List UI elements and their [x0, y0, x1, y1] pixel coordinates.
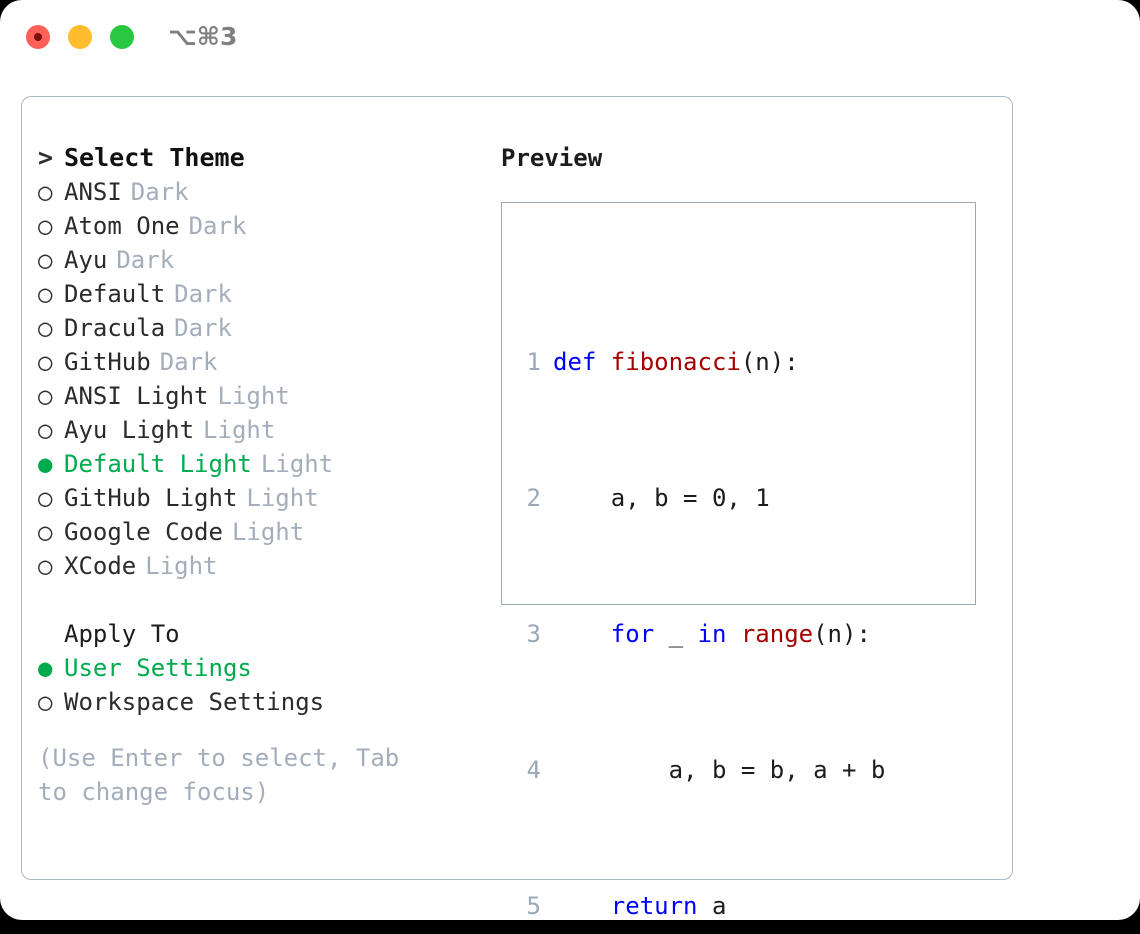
code-line: 1 def fibonacci(n): [515, 345, 911, 379]
theme-name: Default Light [64, 450, 252, 478]
radio-unselected-icon: ○ [38, 382, 53, 410]
theme-list-item-ayu-dark[interactable]: ○ Ayu Dark [38, 243, 478, 277]
theme-name: ANSI Light [64, 382, 209, 410]
theme-tag: Dark [116, 246, 175, 274]
theme-name: Dracula [64, 314, 166, 342]
theme-list-item-xcode[interactable]: ○ XCode Light [38, 549, 478, 583]
radio-unselected-icon: ○ [38, 484, 53, 512]
theme-picker-title-row: > Select Theme [38, 141, 478, 175]
code-line: 4 a, b = b, a + b [515, 753, 911, 787]
page-title: Select Theme [64, 143, 245, 172]
theme-name: Atom One [64, 212, 180, 240]
code-token: a, b = b, a + b [553, 756, 886, 784]
line-number: 2 [526, 484, 541, 512]
theme-tag: Light [145, 552, 218, 580]
line-number: 5 [526, 892, 541, 920]
prompt-marker-icon: > [38, 143, 54, 172]
theme-tag: Dark [174, 314, 232, 342]
code-token: def [553, 348, 611, 376]
theme-tag: Dark [130, 178, 189, 206]
line-number: 1 [526, 348, 541, 376]
line-number: 4 [526, 756, 541, 784]
traffic-lights [26, 25, 134, 49]
theme-list-item-ansi-dark[interactable]: ○ ANSI Dark [38, 175, 478, 209]
keyboard-hint-text: (Use Enter to select, Tab to change focu… [38, 744, 400, 806]
line-number: 3 [526, 620, 541, 648]
code-token [553, 620, 611, 648]
theme-tag: Dark [174, 280, 232, 308]
theme-list-item-ayu-light[interactable]: ○ Ayu Light Light [38, 413, 478, 447]
radio-unselected-icon: ○ [38, 518, 53, 546]
theme-name: XCode [64, 552, 137, 580]
apply-to-option-workspace-settings[interactable]: ○ Workspace Settings [38, 685, 478, 719]
theme-tag: Dark [159, 348, 218, 376]
title-bar: ⌥⌘3 [0, 0, 1140, 76]
radio-unselected-icon: ○ [38, 348, 53, 376]
code-token: fibonacci [610, 348, 741, 376]
radio-unselected-icon: ○ [38, 688, 53, 716]
theme-list-item-default-light[interactable]: ● Default Light Light [38, 447, 478, 481]
theme-list-item-ansi-light[interactable]: ○ ANSI Light Light [38, 379, 478, 413]
radio-selected-icon: ● [38, 450, 53, 478]
apply-to-label: Workspace Settings [64, 688, 325, 716]
code-token: (n): [813, 620, 871, 648]
theme-name: Ayu [64, 246, 108, 274]
theme-tag: Light [217, 382, 290, 410]
preview-heading: Preview [501, 144, 603, 172]
code-token: a [711, 892, 727, 920]
theme-list-item-github-light[interactable]: ○ GitHub Light Light [38, 481, 478, 515]
theme-name: Ayu Light [64, 416, 195, 444]
code-line: 3 for _ in range(n): [515, 617, 911, 651]
radio-unselected-icon: ○ [38, 246, 53, 274]
code-token: a, b = 0, 1 [553, 484, 770, 512]
theme-list-item-atom-one-dark[interactable]: ○ Atom One Dark [38, 209, 478, 243]
theme-list-item-dracula-dark[interactable]: ○ Dracula Dark [38, 311, 478, 345]
radio-unselected-icon: ○ [38, 552, 53, 580]
maximize-window-button[interactable] [110, 25, 134, 49]
code-token: return [610, 892, 712, 920]
theme-list-item-default-dark[interactable]: ○ Default Dark [38, 277, 478, 311]
list-spacer [38, 583, 478, 617]
code-token: range [740, 620, 814, 648]
radio-selected-icon: ● [38, 654, 53, 682]
code-line: 2 a, b = 0, 1 [515, 481, 911, 515]
radio-unselected-icon: ○ [38, 416, 53, 444]
theme-name: Default [64, 280, 166, 308]
apply-to-label: User Settings [64, 654, 252, 682]
theme-list-item-github-dark[interactable]: ○ GitHub Dark [38, 345, 478, 379]
theme-list-item-google-code[interactable]: ○ Google Code Light [38, 515, 478, 549]
theme-tag: Light [246, 484, 319, 512]
code-line: 5 return a [515, 889, 911, 920]
radio-unselected-icon: ○ [38, 212, 53, 240]
apply-to-heading: Apply To [64, 620, 180, 648]
theme-tag: Light [260, 450, 334, 478]
theme-name: Google Code [64, 518, 223, 546]
theme-tag: Light [231, 518, 305, 546]
code-token: (n): [740, 348, 799, 376]
apply-to-option-user-settings[interactable]: ● User Settings [38, 651, 478, 685]
theme-tag: Light [203, 416, 276, 444]
keyboard-shortcut-label: ⌥⌘3 [168, 22, 238, 51]
code-token: _ [668, 620, 698, 648]
radio-unselected-icon: ○ [38, 314, 53, 342]
radio-unselected-icon: ○ [38, 178, 53, 206]
code-token: in [697, 620, 741, 648]
theme-name: ANSI [64, 178, 122, 206]
theme-name: GitHub [64, 348, 151, 376]
code-token: for [610, 620, 669, 648]
minimize-window-button[interactable] [68, 25, 92, 49]
theme-name: GitHub Light [64, 484, 238, 512]
close-window-button[interactable] [26, 25, 50, 49]
code-token [553, 892, 611, 920]
theme-tag: Dark [188, 212, 247, 240]
radio-unselected-icon: ○ [38, 280, 53, 308]
